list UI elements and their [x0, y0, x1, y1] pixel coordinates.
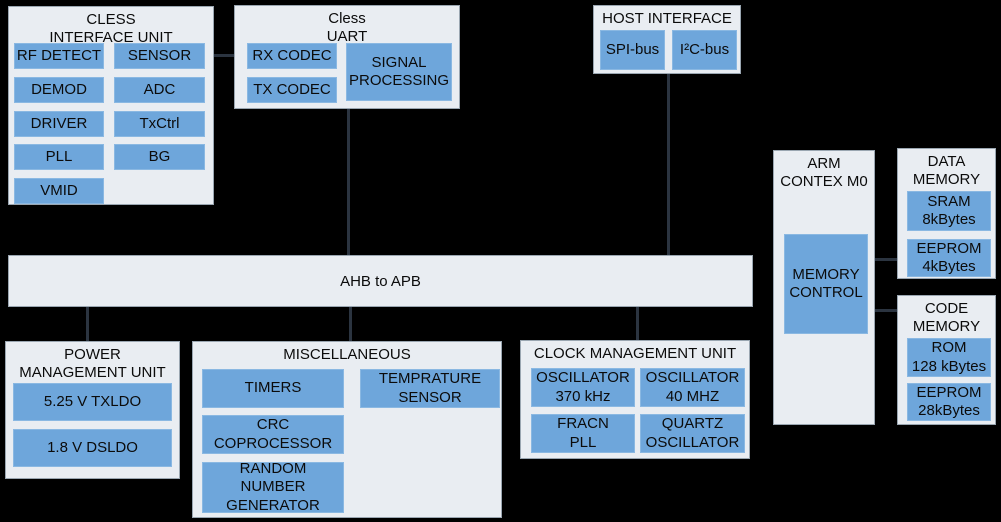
group-host-interface: HOST INTERFACE SPI-bus I²C-bus [593, 5, 741, 74]
block-rom-128kbytes: ROM 128 kBytes [907, 338, 991, 377]
block-temperature-sensor: TEMPRATURE SENSOR [360, 369, 500, 408]
block-dsldo: 1.8 V DSLDO [13, 429, 172, 467]
block-eeprom-28kbytes: EEPROM 28kBytes [907, 383, 991, 421]
block-rf-detect: RF DETECT [14, 43, 104, 69]
block-rx-codec: RX CODEC [247, 43, 337, 69]
group-title-miscellaneous: MISCELLANEOUS [283, 346, 411, 363]
group-title-data-memory: DATA MEMORY [912, 153, 981, 189]
connector-bus-to-clock [636, 305, 639, 342]
connector-bus-to-misc [349, 305, 352, 343]
block-tx-codec: TX CODEC [247, 77, 337, 103]
block-crc-coprocessor: CRC COPROCESSOR [202, 415, 344, 454]
block-timers: TIMERS [202, 369, 344, 408]
block-sensor: SENSOR [114, 43, 205, 69]
block-pll: PLL [14, 144, 104, 170]
connector-host-to-bus [667, 72, 670, 257]
group-clock-management-unit: CLOCK MANAGEMENT UNIT OSCILLATOR 370 kHz… [520, 340, 750, 459]
group-title-arm-contex-m0: ARM CONTEX M0 [780, 155, 868, 191]
block-oscillator-370khz: OSCILLATOR 370 kHz [531, 368, 635, 407]
group-title-code-memory: CODE MEMORY [912, 300, 981, 336]
group-title-clock-management-unit: CLOCK MANAGEMENT UNIT [533, 345, 737, 362]
block-i2c-bus: I²C-bus [672, 30, 737, 70]
bus-ahb-to-apb: AHB to APB [8, 255, 753, 307]
block-quartz-oscillator: QUARTZ OSCILLATOR [640, 414, 745, 453]
group-title-power-management-unit: POWER MANAGEMENT UNIT [19, 346, 166, 382]
block-adc: ADC [114, 77, 205, 103]
connector-cless-to-uart [210, 54, 238, 57]
block-fracn-pll: FRACN PLL [531, 414, 635, 453]
group-code-memory: CODE MEMORY ROM 128 kBytes EEPROM 28kByt… [897, 295, 996, 425]
group-power-management-unit: POWER MANAGEMENT UNIT 5.25 V TXLDO 1.8 V… [5, 341, 180, 479]
block-sram-8kbytes: SRAM 8kBytes [907, 191, 991, 231]
block-random-number-generator: RANDOM NUMBER GENERATOR [202, 460, 344, 514]
group-miscellaneous: MISCELLANEOUS TIMERS TEMPRATURE SENSOR C… [192, 341, 502, 518]
connector-arm-to-datamem [873, 258, 899, 261]
group-title-cless-interface-unit: CLESS INTERFACE UNIT [49, 11, 173, 47]
block-driver: DRIVER [14, 111, 104, 137]
block-eeprom-4kbytes: EEPROM 4kBytes [907, 239, 991, 277]
block-vmid: VMID [14, 178, 104, 204]
block-oscillator-40mhz: OSCILLATOR 40 MHZ [640, 368, 745, 407]
bus-label: AHB to APB [340, 272, 421, 290]
block-signal-processing: SIGNAL PROCESSING [346, 43, 452, 101]
block-memory-control: MEMORY CONTROL [784, 234, 868, 334]
group-title-host-interface: HOST INTERFACE [602, 10, 732, 27]
block-txldo: 5.25 V TXLDO [13, 383, 172, 421]
block-bg: BG [114, 144, 205, 170]
connector-uart-to-bus [347, 107, 350, 257]
connector-arm-to-codemem [873, 309, 899, 312]
group-data-memory: DATA MEMORY SRAM 8kBytes EEPROM 4kBytes [897, 148, 996, 279]
connector-bus-to-pmu [86, 305, 89, 343]
block-demod: DEMOD [14, 77, 104, 103]
group-cless-interface-unit: CLESS INTERFACE UNIT RF DETECT SENSOR DE… [8, 6, 214, 205]
block-spi-bus: SPI-bus [600, 30, 665, 70]
group-title-cless-uart: Cless UART [326, 10, 368, 46]
group-cless-uart: Cless UART RX CODEC TX CODEC SIGNAL PROC… [234, 5, 460, 109]
block-txctrl: TxCtrl [114, 111, 205, 137]
group-arm-contex-m0: ARM CONTEX M0 MEMORY CONTROL [773, 150, 875, 425]
